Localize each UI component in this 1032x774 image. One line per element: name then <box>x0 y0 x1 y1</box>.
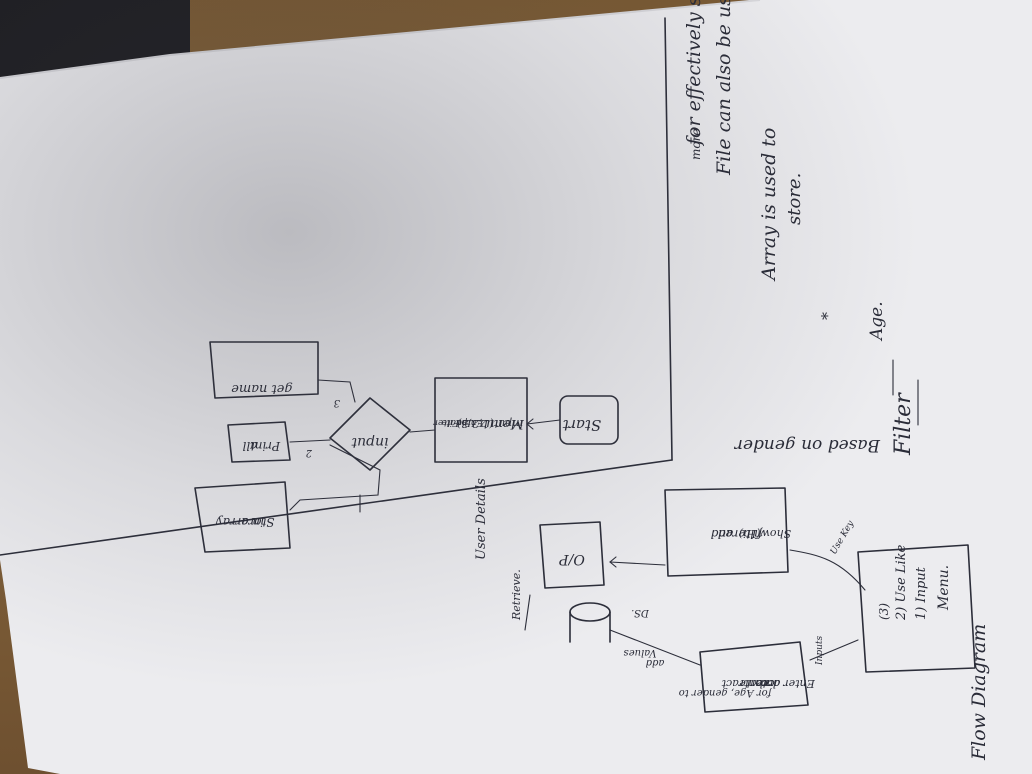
horizontal-divider-line <box>0 459 673 556</box>
retrieve-text: Retrieve. <box>510 569 523 621</box>
right-menu-opt3: (3) <box>877 603 891 620</box>
user-details-text: User Details <box>474 478 489 560</box>
menu-opt2: 2. Update <box>442 417 488 427</box>
menu-input: input(1,2,3) <box>457 417 523 430</box>
store-array-box <box>194 481 291 553</box>
enter-data-line2: and <box>760 677 781 690</box>
array-line-text: Array is used to <box>758 128 780 282</box>
show-line1: Show(Hi) <box>739 527 791 540</box>
file-more-text: more <box>689 129 703 160</box>
print-label: Print <box>250 439 281 453</box>
inputs-text: Inputs <box>815 635 825 666</box>
edge-2-label: 2 <box>306 447 313 458</box>
vertical-divider-line <box>664 17 673 461</box>
print-all-box <box>227 421 291 463</box>
menu-box <box>434 377 528 463</box>
file-line-text: File can also be used <box>713 0 735 176</box>
get-name-label: get name <box>231 381 293 396</box>
enter-data-line1: Enter data <box>755 677 815 690</box>
input-label: input <box>351 434 388 450</box>
menu-opt1: 1. Enter <box>457 417 495 427</box>
file-line2-text: for effectively storing <box>683 0 705 147</box>
start-label: Start <box>562 416 601 434</box>
right-menu-opt2: 2) Use Like <box>894 544 909 621</box>
show-line2: filtered <box>718 527 764 541</box>
edge-3-label: 3 <box>334 397 340 408</box>
show-box <box>664 487 789 577</box>
filter-title: Filter <box>891 392 916 456</box>
db-cylinder-body <box>569 611 611 643</box>
enter-data-line3: create <box>739 677 775 690</box>
menu-opt3: 3. Filter <box>433 417 470 427</box>
data-age-text: for Age, gender to <box>679 687 773 698</box>
all-label: all <box>242 439 257 453</box>
filter-based-text: Based on gender <box>734 435 881 455</box>
array-line2-text: store. <box>784 173 805 225</box>
input-diamond <box>329 397 411 471</box>
right-menu-title: Menu. <box>936 565 952 611</box>
right-menu-opt1: 1) Input <box>914 566 929 620</box>
menu-title: Menu <box>486 416 525 431</box>
get-name-box <box>209 341 319 399</box>
enter-data-box <box>699 641 809 713</box>
right-menu-box <box>857 544 976 673</box>
values-text: Values <box>624 647 657 658</box>
op-label: O/P <box>559 551 585 567</box>
enter-data-line4: contract <box>721 677 768 690</box>
in-array-label: in array <box>216 515 264 529</box>
op-box <box>539 521 605 589</box>
store-label: Store <box>241 515 274 529</box>
ds-text: DS. <box>631 607 650 618</box>
left-flowchart: Start Menu input(1,2,3) 1. Enter 2. Upda… <box>194 341 619 553</box>
flow-diagram-heading: Flow Diagram <box>968 624 990 761</box>
notes-section: Filter Based on gender Age. * Array is u… <box>683 0 919 456</box>
filter-age-text: Age. <box>867 301 887 342</box>
star-mark: * <box>818 312 837 320</box>
add-text: add <box>646 657 665 668</box>
show-line3: and <box>710 527 733 541</box>
